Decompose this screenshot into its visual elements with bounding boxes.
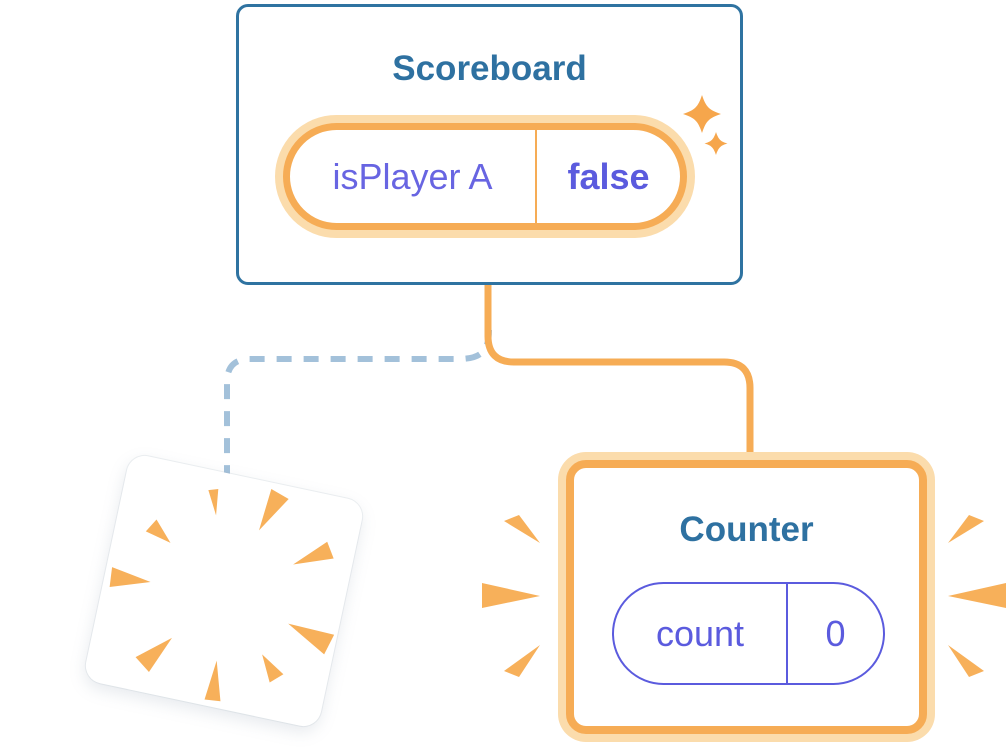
scoreboard-state-name: isPlayer A	[290, 130, 537, 223]
scoreboard-state-value: false	[567, 155, 650, 197]
poof-ray	[204, 660, 221, 702]
poof-ray	[262, 654, 284, 683]
poof-ray	[135, 637, 172, 673]
poof-ray	[259, 489, 289, 531]
counter-state-value: 0	[825, 612, 846, 654]
poof-ray	[288, 623, 335, 655]
counter-state-name: count	[614, 584, 788, 683]
poof-ray	[208, 489, 219, 516]
poof-ray	[145, 519, 171, 543]
counter-title: Counter	[679, 510, 814, 549]
emphasis-ray	[948, 583, 1006, 608]
poof-ray	[293, 541, 334, 565]
emphasis-ray	[504, 645, 540, 677]
emphasis-ray	[948, 645, 984, 677]
dashed-connector-line	[224, 329, 492, 478]
destroyed-component-card	[82, 452, 366, 730]
emphasis-ray	[482, 583, 540, 608]
poof-burst-icon	[109, 489, 335, 702]
scoreboard-state-pill: isPlayer A false	[283, 123, 687, 230]
counter-state-pill: count 0	[612, 582, 885, 685]
emphasis-ray	[504, 515, 540, 543]
scoreboard-component-box: Scoreboard isPlayer A false	[236, 4, 743, 285]
scoreboard-title: Scoreboard	[392, 49, 587, 88]
emphasis-ray	[948, 515, 984, 543]
orange-connector-line	[484, 283, 754, 458]
poof-ray	[109, 567, 151, 588]
